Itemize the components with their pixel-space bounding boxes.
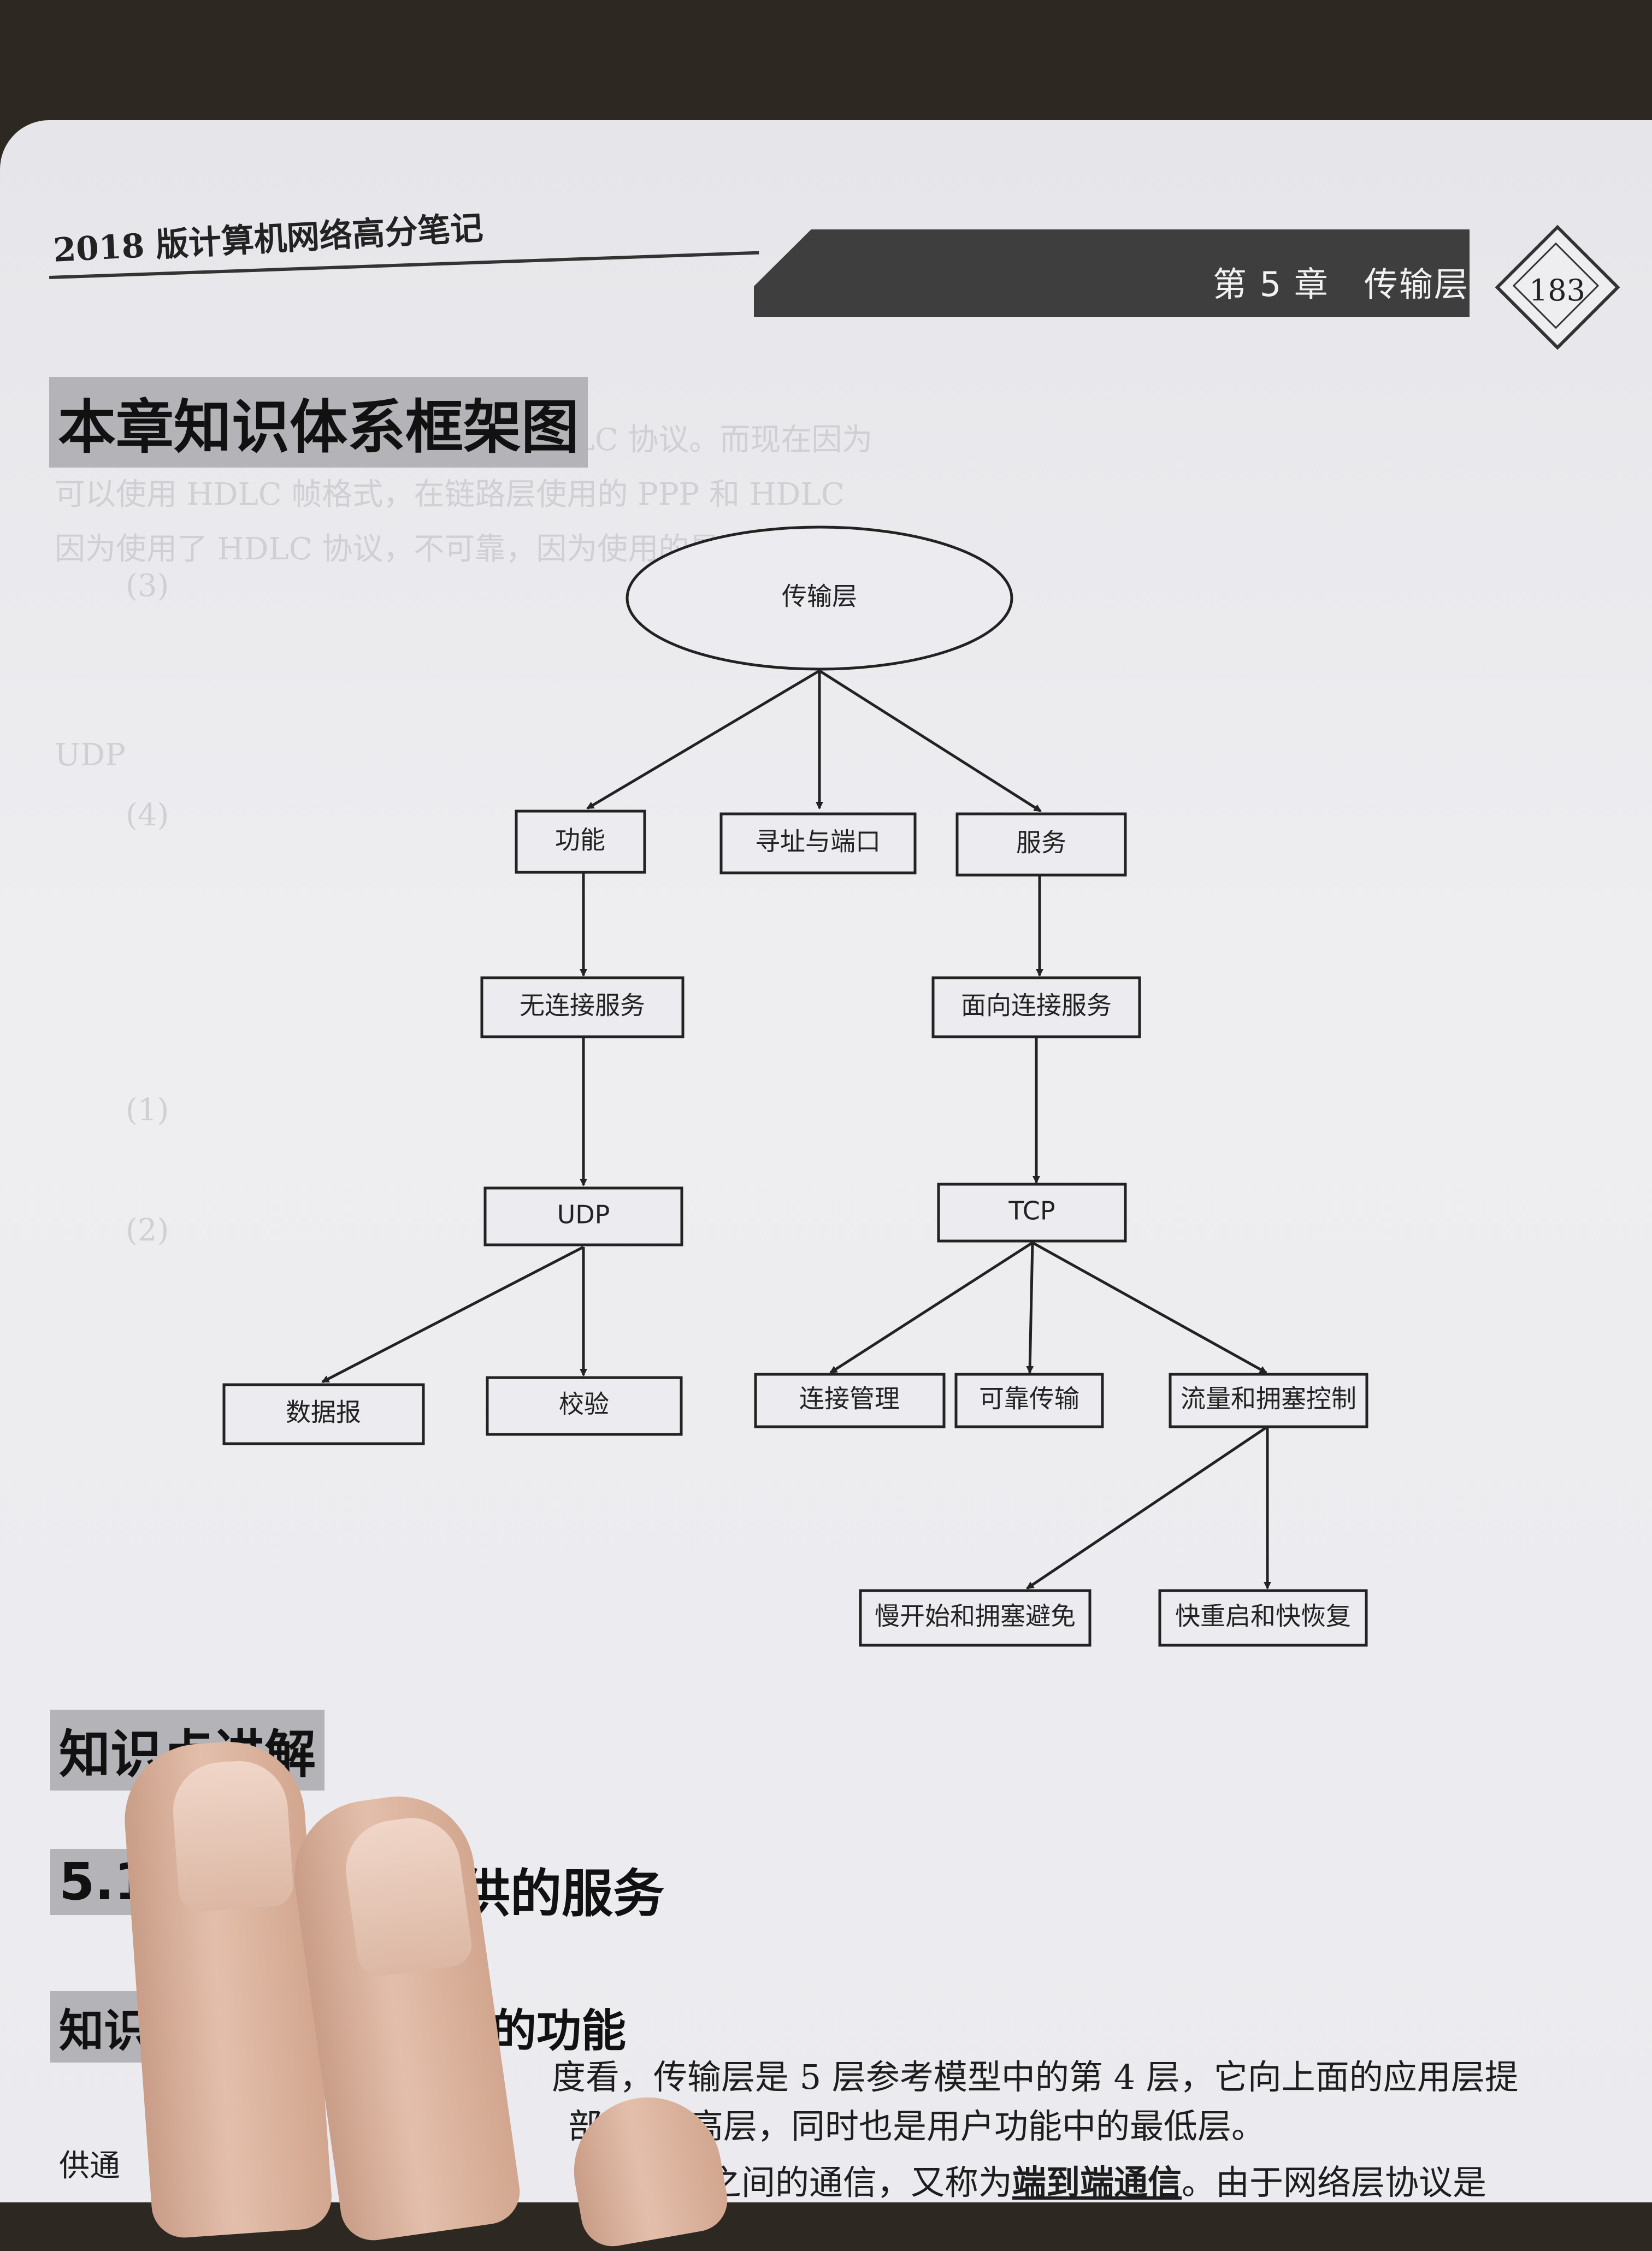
edge-root-func [586, 669, 821, 810]
node-service-box [955, 812, 1127, 877]
page-number: 183 [1529, 273, 1586, 308]
node-udp-box [483, 1186, 683, 1246]
bleed-through-line: (2) [126, 1213, 169, 1248]
node-flowctrl: 流量和拥塞控制 [1181, 1384, 1356, 1414]
body-line-2-start: 供通 [59, 2148, 120, 2184]
node-connoriented-box [931, 976, 1141, 1038]
node-checksum-box [486, 1376, 683, 1436]
chapter-band [754, 229, 1470, 317]
body-line-3: 之间的通信，又称为端到端通信。由于网络层协议是 [707, 2155, 1486, 2204]
node-fastretx-box [1158, 1589, 1368, 1647]
edge-udp-datagram [321, 1245, 585, 1384]
node-flowctrl-box [1169, 1373, 1368, 1428]
node-func-box [515, 810, 646, 874]
node-func: 功能 [555, 825, 605, 855]
body-line-3-pre: 之间的通信，又称为 [707, 2163, 1013, 2202]
fingernail-left [169, 1758, 295, 1913]
node-connless: 无连接服务 [520, 991, 645, 1020]
end-to-end-term: 端到端通信 [1012, 2163, 1182, 2202]
bleed-through-line: (3) [126, 568, 169, 604]
bleed-through-line: (4) [126, 797, 169, 833]
node-connmgmt-box [754, 1373, 946, 1428]
framework-heading: 本章知识体系框架图 [49, 377, 588, 468]
node-udp: UDP [557, 1200, 610, 1230]
node-tcp-box [937, 1183, 1127, 1243]
chapter-label: 第 5 章 传输层 [1213, 264, 1469, 304]
node-service: 服务 [1016, 828, 1066, 858]
node-datagram-box [222, 1383, 425, 1445]
node-slowstart: 慢开始和拥塞避免 [875, 1602, 1076, 1631]
bleed-through-line: UDP [55, 737, 126, 773]
node-addr-box [719, 812, 917, 875]
node-tcp: TCP [1008, 1196, 1055, 1226]
node-connoriented: 面向连接服务 [961, 991, 1112, 1020]
body-line-3-post: 。由于网络层协议是 [1182, 2163, 1487, 2202]
node-reliable: 可靠传输 [979, 1384, 1079, 1414]
subsection-heading-end: 的功能 [492, 2005, 627, 2057]
node-checksum: 校验 [559, 1390, 609, 1419]
node-transport-layer-shape [626, 525, 1013, 671]
edge-tcp-connmgmt [829, 1241, 1034, 1374]
node-fastretx: 快重启和快恢复 [1175, 1602, 1351, 1631]
edge-tcp-reliable [1026, 1242, 1034, 1374]
bleed-through-line: (1) [126, 1092, 169, 1128]
body-line-1: 度看，传输层是 5 层参考模型中的第 4 层，它向上面的应用层提 [552, 2057, 1519, 2097]
edge-tcp-flowctrl [1031, 1241, 1267, 1374]
node-datagram: 数据报 [286, 1398, 361, 1427]
body-line-2-end: 最高层，同时也是用户功能中的最低层。 [656, 2106, 1266, 2146]
node-connless-box [480, 976, 685, 1038]
section-heading-end: 供的服务 [459, 1864, 665, 1924]
edge-root-service [818, 669, 1042, 813]
edge-flowctrl-slowstart [1026, 1425, 1268, 1590]
node-transport-layer: 传输层 [782, 582, 857, 611]
framework-diagram: 传输层 功能 寻址与端口 服务 无连接服务 面向连接服务 UDP TCP 数据报… [222, 525, 1368, 1647]
bleed-through-line: 可以使用 HDLC 帧格式，在链路层使用的 PPP 和 HDLC [55, 477, 845, 512]
node-connmgmt: 连接管理 [799, 1384, 900, 1414]
node-reliable-box [954, 1373, 1104, 1428]
node-addr: 寻址与端口 [755, 827, 881, 856]
node-slowstart-box [859, 1589, 1092, 1647]
